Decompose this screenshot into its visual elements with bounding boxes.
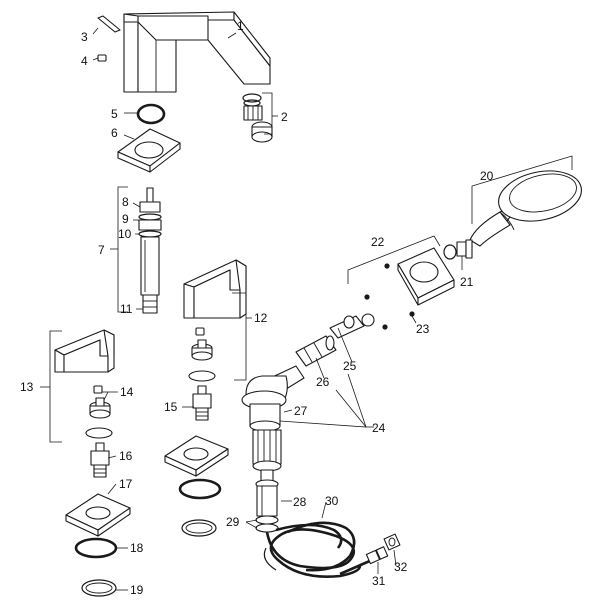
label-31: 31 bbox=[372, 574, 386, 588]
label-7: 7 bbox=[98, 243, 105, 257]
label-10: 10 bbox=[118, 227, 132, 241]
ring-middle bbox=[188, 370, 216, 382]
base-plate-part-6 bbox=[117, 128, 181, 173]
hose-fitting-part-28 bbox=[252, 429, 282, 533]
hose-elbow-part-27 bbox=[241, 365, 305, 432]
spout-part-1 bbox=[123, 11, 271, 93]
adapter-left bbox=[89, 397, 111, 419]
hand-shower-part-20 bbox=[469, 170, 582, 247]
label-15: 15 bbox=[164, 400, 178, 414]
label-22: 22 bbox=[371, 235, 385, 249]
o-ring-part-5 bbox=[136, 103, 166, 125]
ring-left bbox=[85, 427, 113, 439]
label-19: 19 bbox=[130, 583, 144, 597]
seal-part-19 bbox=[81, 579, 117, 597]
o-ring-part-18 bbox=[74, 537, 118, 559]
pin-part-3 bbox=[97, 15, 121, 33]
label-4: 4 bbox=[81, 54, 88, 68]
label-28: 28 bbox=[293, 495, 307, 509]
label-30: 30 bbox=[325, 494, 339, 508]
label-5: 5 bbox=[111, 107, 118, 121]
leader-lines bbox=[40, 27, 463, 591]
label-14: 14 bbox=[120, 385, 134, 399]
label-6: 6 bbox=[111, 126, 118, 140]
label-24: 24 bbox=[372, 421, 386, 435]
label-20: 20 bbox=[480, 169, 494, 183]
handle-part-12 bbox=[183, 259, 247, 319]
label-2: 2 bbox=[281, 110, 288, 124]
label-3: 3 bbox=[81, 30, 88, 44]
hose-part-30 bbox=[263, 521, 373, 578]
hose-connector-part-25 bbox=[329, 313, 375, 339]
label-26: 26 bbox=[316, 375, 330, 389]
label-27: 27 bbox=[294, 404, 308, 418]
hose-nut-part-26 bbox=[295, 335, 337, 367]
screw-left bbox=[93, 385, 103, 394]
screw-part-4 bbox=[97, 54, 107, 62]
label-16: 16 bbox=[119, 449, 133, 463]
label-32: 32 bbox=[394, 560, 408, 574]
label-17: 17 bbox=[119, 477, 133, 491]
valve-part-16 bbox=[90, 442, 110, 478]
adapter-middle bbox=[191, 339, 213, 361]
base-plate-part-17 bbox=[65, 493, 131, 537]
aerator-part-2 bbox=[242, 93, 273, 143]
base-plate-middle bbox=[164, 435, 229, 477]
cartridge-part-7 bbox=[138, 187, 162, 314]
label-29: 29 bbox=[226, 515, 240, 529]
o-ring-middle bbox=[178, 478, 222, 500]
hose-fitting-part-31 bbox=[365, 546, 389, 565]
seal-middle bbox=[181, 519, 217, 537]
valve-part-15 bbox=[192, 385, 212, 421]
label-23: 23 bbox=[416, 322, 430, 336]
label-13: 13 bbox=[20, 380, 34, 394]
label-8: 8 bbox=[122, 195, 129, 209]
label-1: 1 bbox=[237, 19, 244, 33]
label-9: 9 bbox=[122, 212, 129, 226]
wall-holder-part-22 bbox=[364, 247, 455, 330]
label-25: 25 bbox=[343, 359, 357, 373]
hose-nut-part-32 bbox=[383, 533, 401, 551]
label-12: 12 bbox=[254, 311, 268, 325]
part-number-labels: 1 2 3 4 5 6 7 8 9 10 11 12 13 14 15 16 1… bbox=[20, 19, 494, 597]
handle-part-13 bbox=[54, 329, 115, 373]
connector-part-21 bbox=[443, 239, 473, 260]
label-11: 11 bbox=[120, 302, 133, 316]
screw-middle bbox=[195, 327, 205, 336]
label-21: 21 bbox=[460, 275, 474, 289]
label-18: 18 bbox=[130, 541, 144, 555]
